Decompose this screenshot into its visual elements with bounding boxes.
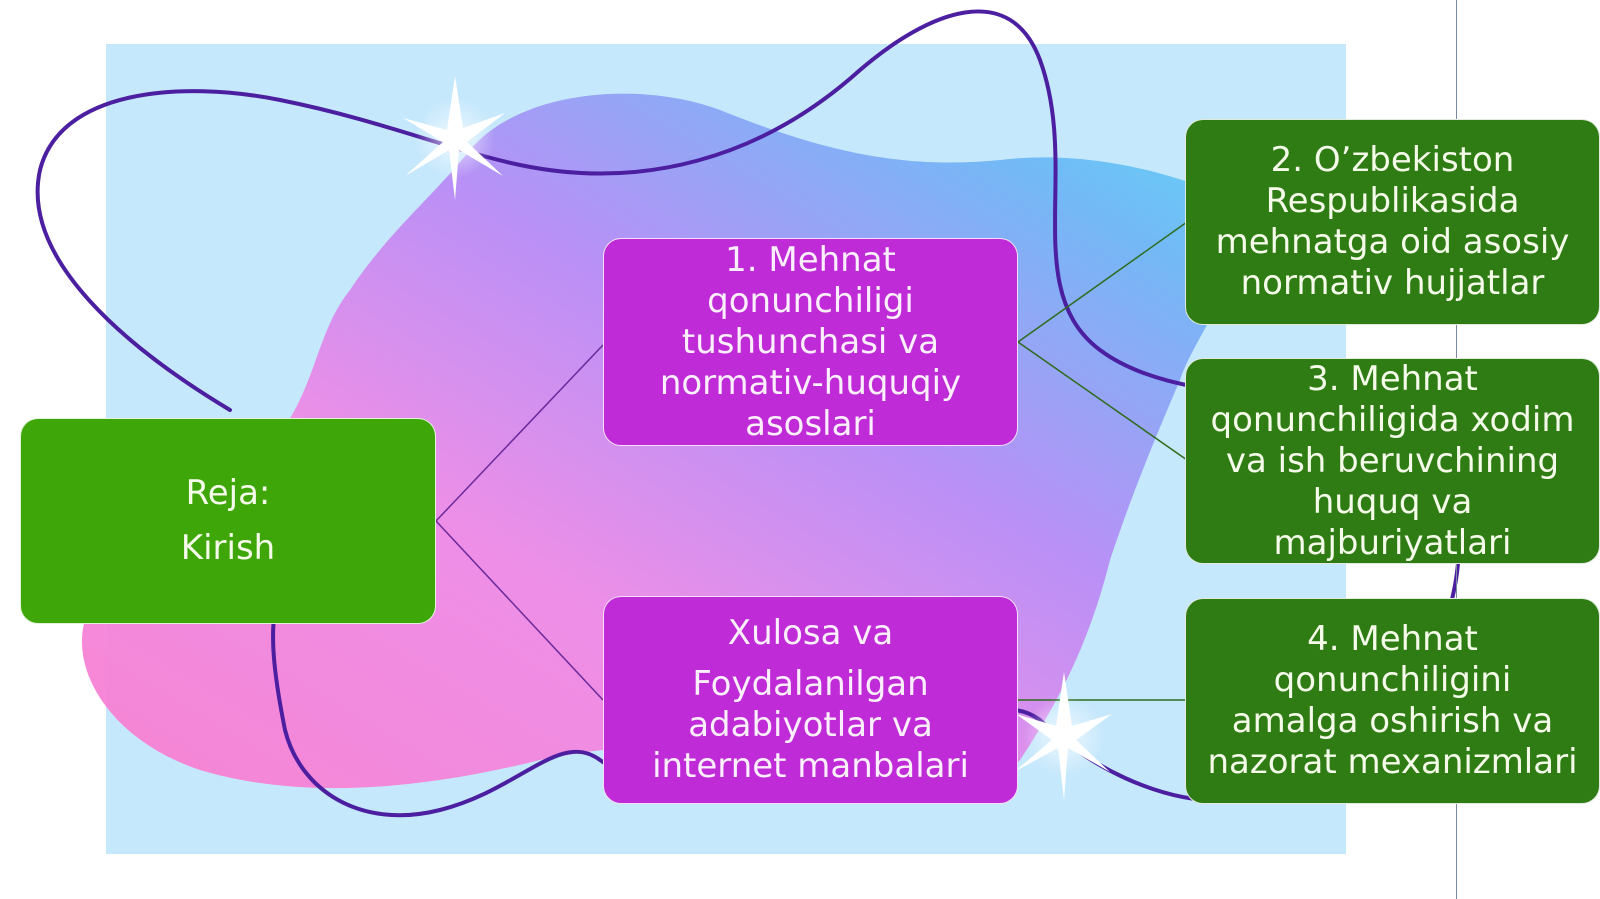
node-text-line: qonunchiligida xodim bbox=[1210, 399, 1575, 440]
node-text-line: huquq va bbox=[1312, 481, 1473, 522]
node-text-line: amalga oshirish va bbox=[1231, 701, 1554, 741]
node-text-line: nazorat mexanizmlari bbox=[1207, 742, 1578, 782]
connector-mid1-to-leaf3 bbox=[1017, 341, 1188, 461]
topic-node-conclusion[interactable]: Xulosa va Foydalanilgan adabiyotlar va i… bbox=[603, 596, 1018, 804]
connector-root-to-mid2 bbox=[435, 520, 604, 701]
node-text-line: Respublikasida bbox=[1265, 181, 1520, 221]
node-text-line: internet manbalari bbox=[652, 746, 969, 786]
node-text-line: normativ hujjatlar bbox=[1240, 263, 1545, 303]
node-text-line: mehnatga oid asosiy bbox=[1215, 222, 1570, 262]
root-node-title: Reja: bbox=[185, 473, 271, 513]
node-text-line: adabiyotlar va bbox=[688, 705, 933, 745]
topic-node-2[interactable]: 2. O’zbekiston Respublikasida mehnatga o… bbox=[1185, 119, 1600, 325]
sparkle-star-icon bbox=[403, 76, 505, 200]
node-text-line: normativ-huquqiy bbox=[659, 362, 962, 403]
node-text-line: 3. Mehnat bbox=[1307, 358, 1478, 399]
topic-node-3[interactable]: 3. Mehnat qonunchiligida xodim va ish be… bbox=[1185, 358, 1600, 564]
node-text-line: va ish beruvchining bbox=[1225, 440, 1560, 481]
node-text-line: majburiyatlari bbox=[1273, 522, 1512, 563]
topic-node-1[interactable]: 1. Mehnat qonunchiligi tushunchasi va no… bbox=[603, 238, 1018, 446]
node-text-line: qonunchiligini bbox=[1273, 660, 1512, 700]
root-node-subtitle: Kirish bbox=[180, 528, 276, 568]
node-text-line: 1. Mehnat bbox=[725, 239, 896, 280]
node-text-line: 2. O’zbekiston bbox=[1270, 140, 1515, 180]
node-text-line: Foydalanilgan bbox=[692, 664, 929, 704]
topic-node-4[interactable]: 4. Mehnat qonunchiligini amalga oshirish… bbox=[1185, 598, 1600, 804]
sparkle-star-icon bbox=[1014, 672, 1112, 800]
node-text-line: tushunchasi va bbox=[681, 321, 940, 362]
node-text-line: qonunchiligi bbox=[707, 280, 914, 321]
node-text-line: asoslari bbox=[745, 403, 876, 444]
root-node-reja[interactable]: Reja: Kirish bbox=[20, 418, 436, 624]
node-text-line: Xulosa va bbox=[727, 613, 894, 653]
connector-mid1-to-leaf2 bbox=[1017, 221, 1188, 343]
connector-root-to-mid1 bbox=[435, 344, 604, 522]
node-text-line: 4. Mehnat bbox=[1307, 619, 1478, 659]
